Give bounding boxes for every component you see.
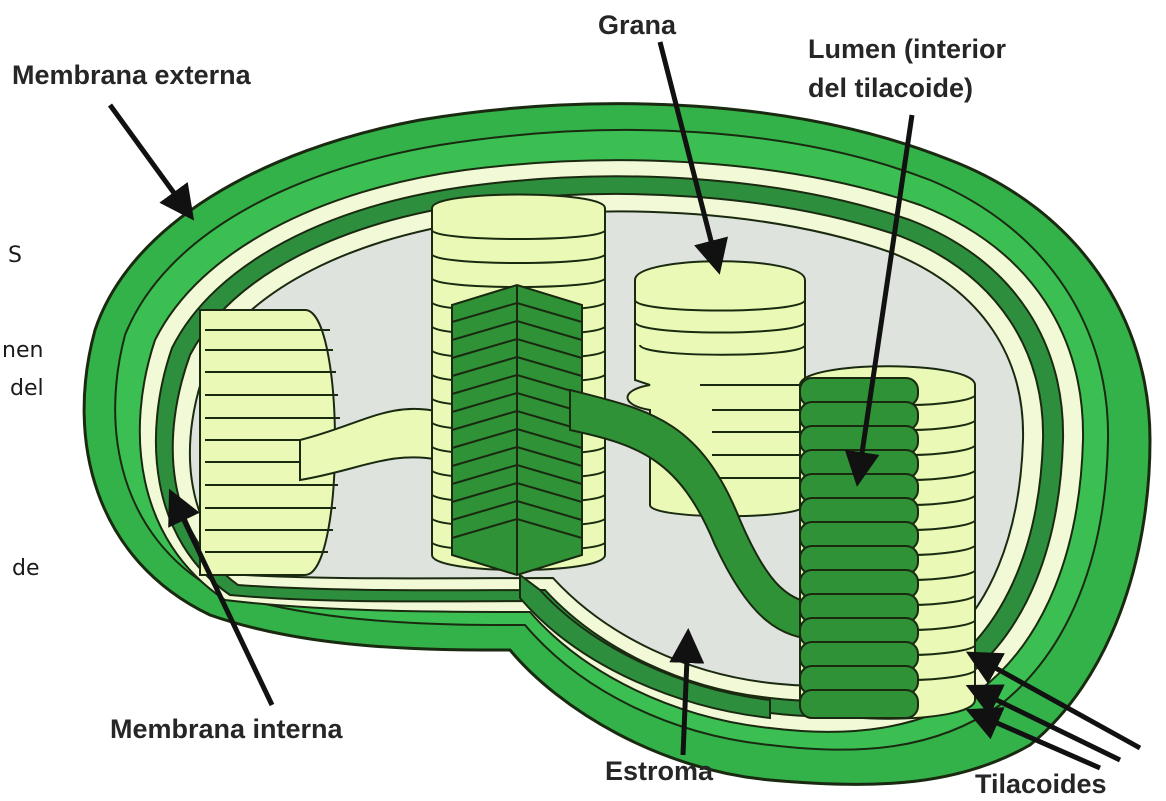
cropped-fragment-2: nen	[2, 338, 43, 363]
granum-center-cut-face	[452, 285, 582, 575]
label-outer-membrane: Membrana externa	[12, 60, 252, 90]
label-inner-membrane: Membrana interna	[110, 714, 344, 744]
label-lumen-line1: Lumen (interior	[808, 34, 1006, 64]
cropped-fragment-1: S	[8, 243, 22, 268]
cropped-text-fragments: S nen del de	[2, 243, 44, 581]
granum-right-front-dark-thylakoids	[800, 378, 918, 718]
arrow-outer-membrane	[110, 105, 190, 215]
granum-right-front	[800, 366, 975, 719]
label-lumen-line2: del tilacoide)	[808, 73, 973, 103]
cropped-fragment-3: del	[10, 376, 44, 401]
label-thylakoids: Tilacoides	[975, 769, 1107, 799]
label-stroma: Estroma	[605, 756, 714, 786]
label-grana: Grana	[598, 10, 677, 40]
cropped-fragment-4: de	[12, 556, 40, 581]
